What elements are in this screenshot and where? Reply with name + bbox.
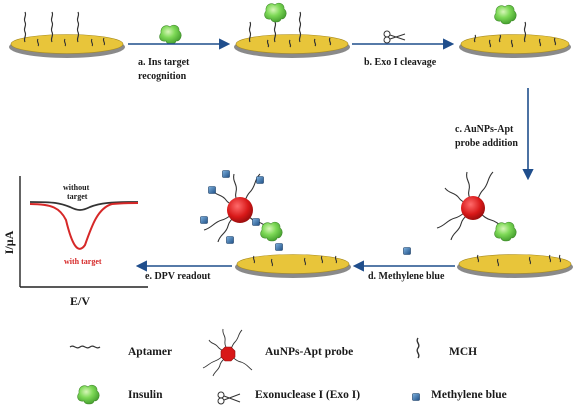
legend-probe-label: AuNPs-Apt probe bbox=[265, 346, 354, 358]
legend-exo-label: Exonuclease I (Exo I) bbox=[255, 389, 361, 401]
electrode-5 bbox=[200, 170, 351, 278]
step-b-label: b. Exo I cleavage bbox=[364, 57, 437, 68]
step-d-label: d. Methylene blue bbox=[368, 271, 445, 282]
insulin-target-icon bbox=[159, 24, 182, 45]
plot-with-target-label: with target bbox=[64, 257, 102, 266]
electrode-1 bbox=[9, 11, 125, 58]
step-a-label-line1: a. Ins target bbox=[138, 57, 190, 68]
legend-mch-icon bbox=[416, 337, 420, 359]
legend-aptamer-label: Aptamer bbox=[128, 346, 173, 358]
aunp-probe-5 bbox=[200, 170, 283, 251]
legend-methylene-blue-icon bbox=[412, 393, 420, 401]
legend-insulin-icon bbox=[77, 384, 100, 405]
step-c-label-line1: c. AuNPs-Apt bbox=[455, 124, 514, 135]
plot-y-label: I/μA bbox=[2, 230, 17, 255]
electrode-4 bbox=[436, 171, 573, 278]
legend-mch-label: MCH bbox=[449, 346, 478, 358]
dpv-plot bbox=[19, 176, 148, 288]
legend-scissors-icon bbox=[217, 391, 241, 405]
bound-insulin-icon bbox=[264, 2, 287, 23]
plot-without-label-line1: without bbox=[63, 183, 90, 192]
legend bbox=[69, 328, 420, 405]
step-a-label-line2: recognition bbox=[138, 71, 187, 82]
mch-molecules bbox=[36, 37, 106, 47]
legend-probe-icon bbox=[202, 328, 253, 377]
scissors-icon bbox=[383, 30, 406, 44]
curve-without-target bbox=[29, 201, 139, 211]
insulin-remaining-icon bbox=[494, 4, 517, 25]
aptamer-strands bbox=[23, 11, 80, 43]
insulin-sandwich-icon bbox=[494, 221, 517, 242]
curve-with-target bbox=[29, 202, 139, 250]
insulin-bound-icon bbox=[260, 221, 283, 242]
plot-x-label: E/V bbox=[70, 294, 91, 308]
methylene-blue-icon bbox=[403, 247, 411, 255]
electrode-3 bbox=[459, 4, 571, 58]
plot-without-label-line2: target bbox=[67, 192, 88, 201]
legend-mb-label: Methylene blue bbox=[431, 389, 507, 401]
legend-aptamer-icon bbox=[69, 345, 101, 349]
electrode-2 bbox=[234, 2, 350, 58]
step-c-label-line2: probe addition bbox=[455, 138, 518, 149]
step-e-label: e. DPV readout bbox=[145, 271, 211, 282]
legend-insulin-label: Insulin bbox=[128, 389, 163, 401]
